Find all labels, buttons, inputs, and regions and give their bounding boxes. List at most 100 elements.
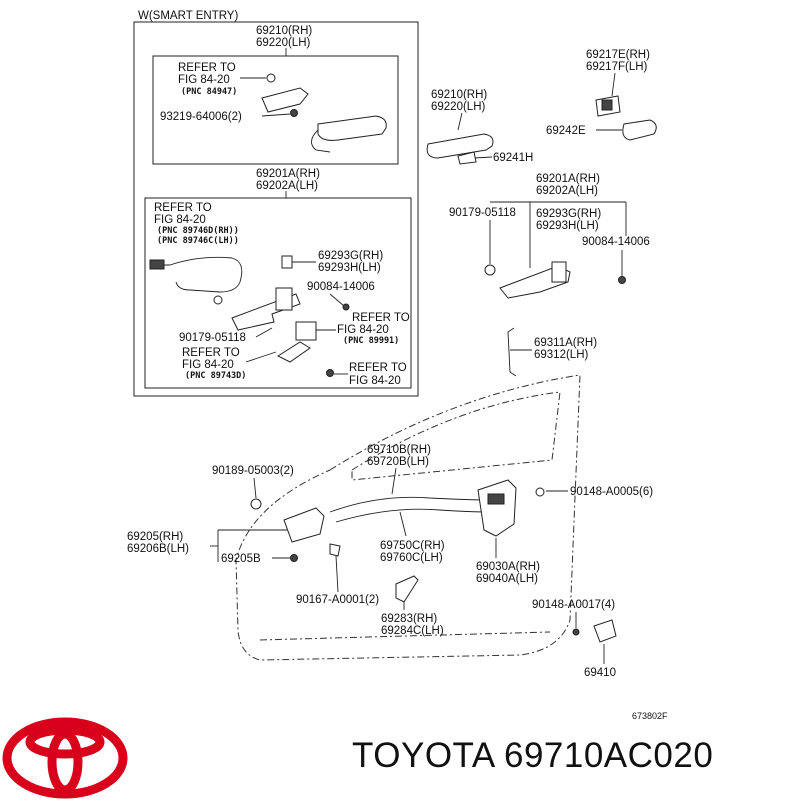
box-handle-rh-label: 69210(RH) [256,25,312,37]
screw-part [535,487,545,497]
connector-part [149,259,165,270]
cover-part [281,255,293,269]
box-screw-label: 93219-64006(2) [160,111,242,123]
box-screw2-label: 90179-05118 [179,332,246,344]
leader-line [399,511,407,537]
screw-part [326,369,334,377]
leader-line [245,351,277,363]
box-refer2-b: FIG 84-20 [154,214,206,226]
handle-subbox [152,55,399,165]
box-bolt-label: 90084-14006 [307,281,375,293]
inner-part-label: 69205B [221,553,261,565]
screw-b-label: 90148-A0005(6) [570,486,653,498]
frame-subbox [144,197,412,389]
box-refer4-a: REFER TO [182,347,240,359]
smart-handle-part [317,115,387,141]
leader-line [253,477,257,499]
pad-label: 69242E [546,125,586,137]
cable-part [335,508,491,523]
window-frame-outline [351,391,561,481]
box-refer2-pnc1: (PNC 89746D(RH)) [157,226,239,236]
handle-pad-part [457,151,477,165]
screw-part [290,554,298,562]
lever-part [276,341,311,363]
cap-lh-label: 69217F(LH) [586,61,648,73]
frame-bracket-part [551,261,567,283]
bezel-rh-label: 69283(RH) [381,613,437,625]
smart-entry-box [133,21,419,397]
pad-part [622,119,657,141]
toyota-logo-icon [2,717,128,799]
striker-part [593,619,617,643]
screw-a-label: 90189-05003(2) [212,465,294,477]
box-cover-lh-label: 69293H(LH) [318,262,381,274]
inner-cable-rh-label: 69750C(RH) [380,540,445,552]
inner-handle-part [283,507,325,543]
cap-insert [601,99,613,111]
grommet-part [213,295,223,305]
bolt-part [618,276,626,284]
handle-bracket-part [261,87,309,113]
bezel-lh-label: 69284C(LH) [381,625,444,637]
handle-wire [311,129,331,153]
figure-code: 673802F [632,711,668,721]
frame-cover-rh-label: 69293G(RH) [536,208,601,220]
box-refer4-pnc: (PNC 89743D) [185,371,246,381]
cable-part [329,496,491,513]
lock-actuator [487,493,505,505]
leader-line [335,555,339,593]
screw-part [290,109,298,117]
bezel-part [395,575,419,603]
box-refer5-a: REFER TO [349,362,407,374]
lock-rh-label: 69030A(RH) [476,561,540,573]
cable-lh-label: 69720B(LH) [367,456,429,468]
frame-cover-lh-label: 69293H(LH) [536,220,599,232]
cap-rh-label: 69217E(RH) [586,49,650,61]
clip-label: 90167-A0001(2) [296,594,379,606]
leader-line [261,113,291,117]
leader-line [473,156,493,159]
frame-bracket-part [275,287,293,311]
door-lock-part [477,479,517,537]
frame-rh-label: 69201A(RH) [536,173,600,185]
box-refer1-b: FIG 84-20 [178,74,230,86]
screw-part [250,498,262,510]
box-refer2-a: REFER TO [154,202,212,214]
antenna-wire [150,256,243,293]
handle-pad-label: 69241H [493,152,533,164]
inner-lh-label: 69206B(LH) [127,543,189,555]
leader-line [611,72,616,97]
sensor-part [295,321,317,341]
box-refer2-pnc2: (PNC 89746C(LH)) [157,236,239,246]
screw-part [572,628,580,636]
leader-line [255,327,273,338]
clip-part [329,543,341,557]
lock-rod-part [507,327,517,377]
rod-lh-label: 69312(LH) [534,349,589,361]
door-outline [235,374,581,661]
brand-name: TOYOTA [352,736,494,775]
striker-screw-label: 90148-A0017(4) [532,599,615,611]
box-handle-lh-label: 69220(LH) [256,37,311,49]
lock-lh-label: 69040A(LH) [476,573,538,585]
leader-line [457,112,463,131]
box-refer1-a: REFER TO [178,62,236,74]
box-refer3-b: FIG 84-20 [337,324,389,336]
grommet-part [266,73,276,83]
rod-rh-label: 69311A(RH) [534,337,597,349]
handle-lh-label: 69220(LH) [431,101,486,113]
bolt-part [342,303,350,311]
leader-line [329,293,345,307]
box-refer3-pnc: (PNC 89991) [343,336,399,346]
box-refer1-pnc: (PNC 84947) [181,87,237,97]
box-refer4-b: FIG 84-20 [182,359,234,371]
box-frame-lh-label: 69202A(LH) [256,180,318,192]
inner-rh-label: 69205(RH) [127,531,183,543]
box-frame-rh-label: 69201A(RH) [256,168,320,180]
box-refer3-a: REFER TO [352,312,410,324]
door-lower-line [259,631,551,641]
handle-rh-label: 69210(RH) [431,89,487,101]
striker-label: 69410 [584,667,616,679]
screw-part [484,264,496,276]
